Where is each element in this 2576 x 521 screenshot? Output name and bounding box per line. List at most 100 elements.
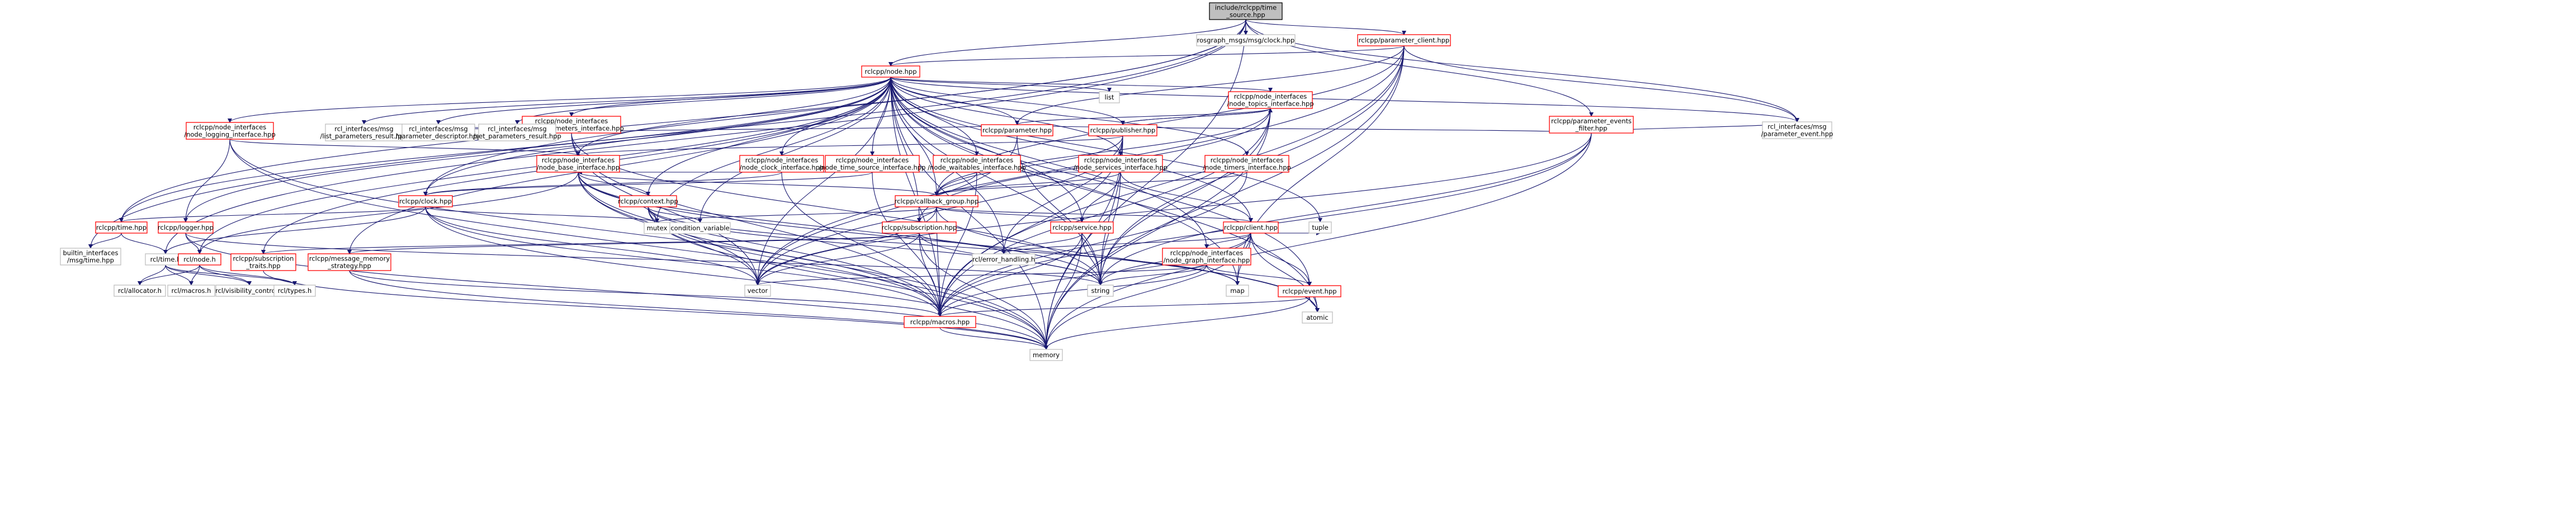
edge-service-to-rclcpp_macros [938,233,1083,317]
node-label-line: rclcpp/macros.hpp [910,318,970,326]
node-label-line: /node_base_interface.hpp [537,164,620,172]
node-label-line: rclcpp/node.hpp [864,68,916,75]
edge-node-to-client [890,77,1253,222]
edge-parameter_client-to-node [888,45,1405,67]
edge-node-to-param_descriptor [436,77,891,125]
node-box [1162,248,1251,266]
graph-node-context[interactable]: rclcpp/context.hpp [618,195,678,207]
node-box [60,248,121,266]
graph-node-ni-clock[interactable]: rclcpp/node_interfaces/node_clock_interf… [739,155,824,173]
edge-ni_base-to-string [578,172,1103,286]
graph-node-tuple: tuple [1308,221,1332,234]
edge-node-to-ni_topics [890,77,1273,92]
node-label-line: /node_logging_interface.hpp [184,131,276,139]
graph-node-set-params-result: rcl_interfaces/msg/set_parameters_result… [473,124,561,141]
graph-node-ni-base[interactable]: rclcpp/node_interfaces/node_base_interfa… [536,155,620,173]
graph-node-ni-graph[interactable]: rclcpp/node_interfaces/node_graph_interf… [1162,248,1251,266]
graph-node-rclcpp-macros[interactable]: rclcpp/macros.hpp [904,316,976,328]
graph-node-time[interactable]: rclcpp/time.hpp [95,221,148,234]
node-label-line: rcl/types.h [278,287,312,295]
edge-parameter_events_filter-to-vector [755,132,1592,286]
graph-node-callback-group[interactable]: rclcpp/callback_group.hpp [895,195,979,207]
node-label-line: rclcpp/subscription [233,255,294,263]
edge-ni_base-to-rclcpp_macros [578,172,942,317]
edge-time-to-builtin_time [88,233,122,249]
graph-node-ni-services[interactable]: rclcpp/node_interfaces/node_services_int… [1074,155,1168,173]
edge-node-to-publisher [890,77,1125,125]
node-label-line: _filter.hpp [1575,125,1608,132]
graph-node-publisher[interactable]: rclcpp/publisher.hpp [1088,124,1157,136]
node-box [1087,285,1114,297]
node-label-line: _source.hpp [1226,11,1265,19]
node-box [230,253,296,271]
graph-node-logger[interactable]: rclcpp/logger.hpp [158,221,214,234]
edge-node-to-list_params_result [362,77,891,125]
edge-clock-to-rclcpp_macros [425,206,942,317]
graph-node-rcl-node[interactable]: rcl/node.h [178,253,221,266]
edge-rcl_time-to-visibility_control [165,264,252,286]
edge-parameter-to-string [1017,135,1103,286]
edge-callback_group-to-client [936,206,1253,222]
edge-publisher-to-ni_base [576,135,1123,156]
graph-node-node[interactable]: rclcpp/node.hpp [861,65,920,78]
edge-ni_logging-to-logger [183,139,230,222]
graph-node-ni-timers[interactable]: rclcpp/node_interfaces/node_timers_inter… [1203,155,1291,173]
node-label-line: rcl_interfaces/msg [409,125,467,133]
node-label-line: rcl/time.h [150,255,181,263]
node-label-line: map [1230,287,1245,295]
edge-node-to-list [890,77,1112,92]
edge-ni_logging-to-ni_base [229,139,580,156]
edge-publisher-to-memory [1044,135,1123,350]
graph-node-event[interactable]: rclcpp/event.hpp [1278,285,1341,297]
edge-time-to-rcl_time [121,233,168,254]
node-box [536,155,620,173]
node-label-line: /set_parameters_result.hpp [473,132,561,140]
node-box [478,124,556,141]
graph-node-parameter-client[interactable]: rclcpp/parameter_client.hpp [1357,34,1451,46]
graph-node-service[interactable]: rclcpp/service.hpp [1050,221,1114,234]
edge-ni_graph-to-vector [755,264,1207,286]
edge-node-to-condition_variable [698,77,891,223]
node-box [178,253,221,266]
edge-client-to-error_handling [1001,233,1251,254]
graph-node-ni-time-source[interactable]: rclcpp/node_interfaces/node_time_source_… [819,155,926,173]
graph-node-ni-topics[interactable]: rclcpp/node_interfaces/node_topics_inter… [1227,91,1314,109]
graph-node-subscription-traits[interactable]: rclcpp/subscription_traits.hpp [230,253,296,271]
edge-ni_time_source-to-clock [423,172,873,196]
graph-node-root: include/rclcpp/time_source.hpp [1209,2,1283,20]
node-label-line: condition_variable [670,224,729,232]
node-label-line: memory [1033,351,1060,359]
node-label-line: rcl_interfaces/msg [1767,123,1826,131]
node-label-line: rclcpp/subscription.hpp [882,224,957,231]
edge-ni_clock-to-rclcpp_macros [781,172,942,317]
edge-root-to-rcl_param_event [1245,19,1799,122]
node-box [744,285,771,297]
node-label-line: rclcpp/client.hpp [1224,224,1278,231]
node-box [619,195,677,207]
graph-node-parameter-events-filter[interactable]: rclcpp/parameter_events_filter.hpp [1549,116,1634,134]
graph-node-parameter[interactable]: rclcpp/parameter.hpp [981,124,1053,136]
graph-node-builtin-time: builtin_interfaces/msg/time.hpp [60,248,121,266]
node-label-line: vector [748,287,768,295]
graph-node-clock-msg: rosgraph_msgs/msg/clock.hpp [1196,34,1296,46]
edge-ni_graph-to-string [1098,264,1207,286]
edge-ni_clock-to-clock [423,172,782,196]
edge-logger-to-string [185,233,1103,286]
graph-node-subscription[interactable]: rclcpp/subscription.hpp [882,221,957,234]
graph-node-client[interactable]: rclcpp/client.hpp [1223,221,1279,234]
edge-ni_graph-to-event [1206,264,1312,286]
edge-publisher-to-callback_group [934,135,1123,196]
graph-node-ni-logging[interactable]: rclcpp/node_interfaces/node_logging_inte… [184,122,276,140]
edge-parameter_client-to-rclcpp_macros [938,45,1405,317]
node-label-line: rclcpp/node_interfaces [1170,249,1244,257]
node-box [398,195,453,207]
graph-node-message-memory-strategy[interactable]: rclcpp/message_memory_strategy.hpp [308,253,391,271]
graph-node-ni-waitables[interactable]: rclcpp/node_interfaces/node_waitables_in… [928,155,1026,173]
edge-node-to-message_memory_strategy [347,77,891,254]
graph-node-clock[interactable]: rclcpp/clock.hpp [398,195,453,207]
graph-node-string: string [1087,285,1114,297]
edge-callback_group-to-vector [755,206,937,286]
edge-node-to-tuple [890,77,1322,222]
node-box [158,221,214,234]
node-label-line: rclcpp/node_interfaces [940,157,1014,164]
